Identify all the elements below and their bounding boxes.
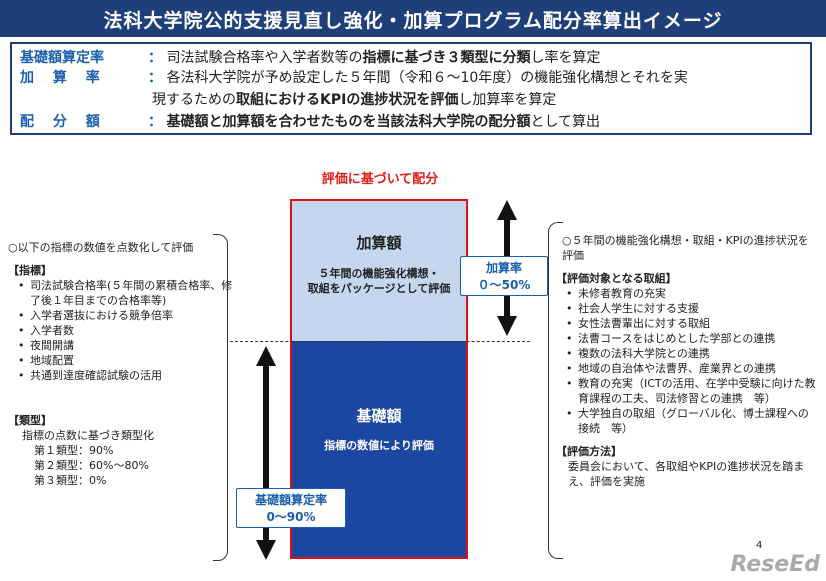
targets-heading: 【評価対象となる取組】 xyxy=(556,272,677,285)
list-item: 大学独自の取組（グローバル化、博士課程への接続 等） xyxy=(566,406,818,436)
left-bracket xyxy=(213,234,228,561)
addition-desc-2: 取組をパッケージとして評価 xyxy=(307,282,451,295)
list-item: 未修者教育の充実 xyxy=(566,286,818,301)
text-bold: 指標に基づき３類型に分類 xyxy=(362,50,531,66)
right-panel: ○５年間の機能強化構想・取組・KPIの進捗状況を評価 【評価対象となる取組】 未… xyxy=(556,233,818,489)
text: し加算率を算定 xyxy=(458,92,557,108)
list-item: 夜間開講 xyxy=(18,338,236,353)
base-title: 基礎額 xyxy=(356,407,402,425)
summary-row-alloc: 配 分 額 ： 基礎額と加算額を合わせたものを当該法科大学院の配分額として算出 xyxy=(20,112,600,132)
base-rate-label: 基礎額算定率 xyxy=(254,493,327,507)
left-panel: ○以下の指標の数値を点数化して評価 【指標】 司法試験合格率(５年間の累積合格率… xyxy=(8,240,236,488)
text: し率を算定 xyxy=(530,50,601,66)
type-3: 第３類型：0% xyxy=(34,474,107,487)
page-title: 法科大学院公的支援見直し強化・加算プログラム配分率算出イメージ xyxy=(103,10,723,32)
list-item: 複数の法科大学院との連携 xyxy=(566,346,818,361)
summary-row-add: 加 算 率 ： 各法科大学院が予め設定した５年間（令和６～10年度）の機能強化構想… xyxy=(20,68,688,88)
summary-label-add: 加 算 率 xyxy=(20,70,100,86)
types-intro: 指標の点数に基づき類型化 xyxy=(22,429,154,442)
base-rate-value: 0～90% xyxy=(266,510,316,524)
colon: ： xyxy=(148,70,162,86)
type-2: 第２類型：60%～80% xyxy=(34,459,149,472)
summary-label-alloc: 配 分 額 xyxy=(20,114,100,130)
list-item: 教育の充実（ICTの活用、在学中受験に向けた教育課程の工夫、司法修習との連携 等… xyxy=(566,376,818,406)
list-item: 入学者選抜における競争倍率 xyxy=(18,308,236,323)
indicator-list: 司法試験合格率(５年間の累積合格率、修了後１年目までの合格率等) 入学者選抜にお… xyxy=(8,278,236,383)
addition-box xyxy=(290,199,468,341)
page-number: 4 xyxy=(756,540,763,551)
text: 各法科大学院が予め設定した５年間（令和６～10年度）の機能強化構想とそれを実 xyxy=(166,70,688,86)
base-desc: 指標の数値により評価 xyxy=(324,439,434,452)
divider-dashed xyxy=(230,341,530,342)
method-text: 委員会において、各取組やKPIの進捗状況を踏まえ、評価を実施 xyxy=(568,460,805,488)
text: 司法試験合格率や入学者数等の xyxy=(166,50,363,66)
add-rate-value: ０～50% xyxy=(477,278,531,292)
colon: ： xyxy=(148,114,162,130)
list-item: 入学者数 xyxy=(18,323,236,338)
list-item: 社会人学生に対する支援 xyxy=(566,301,818,316)
summary-row-add-cont: 現するための取組におけるKPIの進捗状況を評価し加算率を算定 xyxy=(152,90,556,110)
colon: ： xyxy=(148,50,162,66)
list-item: 共通到達度確認試験の活用 xyxy=(18,368,236,383)
list-item: 法曹コースをはじめとした学部との連携 xyxy=(566,331,818,346)
text-bold: 取組におけるKPIの進捗状況を評価 xyxy=(236,92,459,108)
list-item: 地域配置 xyxy=(18,353,236,368)
allocation-frame xyxy=(290,199,468,559)
target-list: 未修者教育の充実 社会人学生に対する支援 女性法曹輩出に対する取組 法曹コースを… xyxy=(556,286,818,436)
right-intro: ○５年間の機能強化構想・取組・KPIの進捗状況を評価 xyxy=(562,234,809,262)
allocation-heading: 評価に基づいて配分 xyxy=(321,172,439,187)
text: として算出 xyxy=(530,114,601,130)
type-1: 第１類型：90% xyxy=(34,444,114,457)
left-intro: ○以下の指標の数値を点数化して評価 xyxy=(8,241,194,254)
base-rate-arrow-icon xyxy=(256,346,276,560)
text-bold: 基礎額と加算額を合わせたものを当該法科大学院の配分額 xyxy=(166,114,531,130)
summary-row-base: 基礎額算定率 ： 司法試験合格率や入学者数等の指標に基づき３類型に分類し率を算定 xyxy=(20,48,600,68)
types-heading: 【類型】 xyxy=(8,414,52,427)
indicators-heading: 【指標】 xyxy=(8,264,52,277)
list-item: 地域の自治体や法曹界、産業界との連携 xyxy=(566,361,818,376)
addition-title: 加算額 xyxy=(356,234,402,252)
method-heading: 【評価方法】 xyxy=(556,445,622,458)
add-rate-badge: 加算率 ０～50% xyxy=(460,256,548,296)
add-rate-label: 加算率 xyxy=(485,261,522,275)
right-bracket xyxy=(548,222,563,559)
list-item: 司法試験合格率(５年間の累積合格率、修了後１年目までの合格率等) xyxy=(18,278,236,308)
logo: ReseEd xyxy=(730,552,820,577)
base-rate-badge: 基礎額算定率 0～90% xyxy=(236,488,346,528)
list-item: 女性法曹輩出に対する取組 xyxy=(566,316,818,331)
summary-box: 基礎額算定率： 司法試験合格率や入学者数等の指標に基づき３類型に分類し率を算定 … xyxy=(10,42,812,135)
summary-label-base: 基礎額算定率 xyxy=(20,50,104,66)
title-bar: 法科大学院公的支援見直し強化・加算プログラム配分率算出イメージ xyxy=(0,0,826,37)
addition-desc-1: ５年間の機能強化構想・ xyxy=(318,267,440,280)
text: 現するための xyxy=(152,92,236,108)
